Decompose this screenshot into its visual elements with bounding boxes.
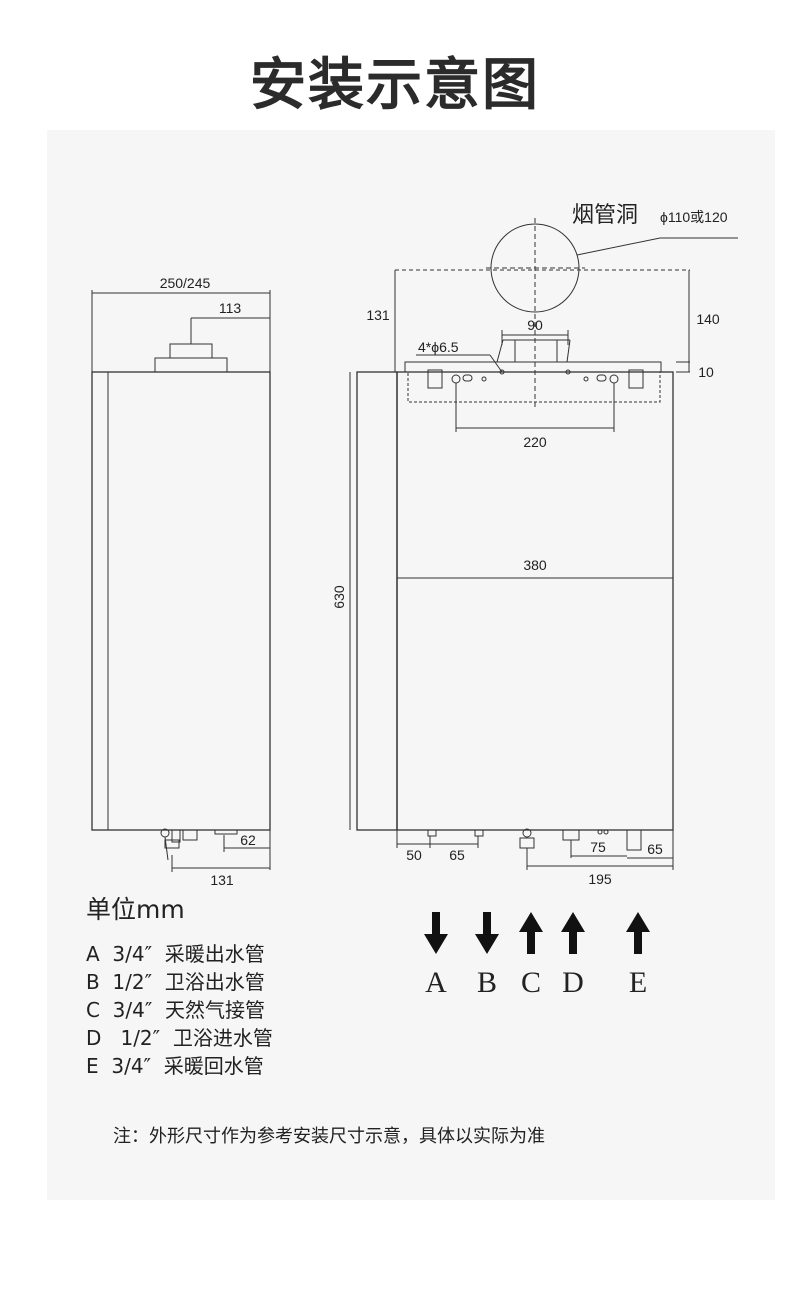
arrow-c [519,912,543,954]
arrow-label-e: E [629,966,647,999]
dim-75: 75 [590,839,606,855]
dim-140: 140 [696,311,720,327]
side-flue-collar [154,357,228,373]
side-body [91,371,271,831]
pipe-arrows [424,912,650,954]
dim-65-right: 65 [647,841,663,857]
legend-item-a: A 3/4″ 采暖出水管 [86,942,265,966]
front-flue [514,339,558,363]
dim-width: 250/245 [160,275,211,291]
legend-item-b: B 1/2″ 卫浴出水管 [86,970,265,994]
flue-hole-label: 烟管洞 [572,202,638,227]
dim-flue: 113 [219,300,242,316]
legend-item-c: C 3/4″ 天然气接管 [86,998,266,1022]
arrow-b [475,912,499,954]
dim-50: 50 [406,847,422,863]
dim-131-left: 131 [366,307,390,323]
diagram-panel [47,130,775,1200]
page-title: 安装示意图 [250,53,540,118]
unit-label: 单位mm [86,895,185,924]
side-view [91,290,271,872]
dim-630: 630 [331,585,347,609]
arrow-label-c: C [521,966,541,999]
arrow-label-a: A [425,966,447,999]
footnote: 注：外形尺寸作为参考安装尺寸示意，具体以实际为准 [113,1126,545,1147]
dim-131-bottom: 131 [210,872,234,888]
arrow-d [561,912,585,954]
legend-item-e: E 3/4″ 采暖回水管 [86,1054,264,1078]
dim-62: 62 [240,832,256,848]
side-flue [169,343,213,359]
flue-hole-diameter: ϕ110或120 [660,209,728,225]
dim-195: 195 [588,871,612,887]
arrow-a [424,912,448,954]
arrow-e [626,912,650,954]
front-view [349,218,738,870]
dim-10: 10 [698,364,714,380]
hanging-plate [404,361,662,373]
legend-item-d: D 1/2″ 卫浴进水管 [86,1026,273,1050]
dim-65: 65 [449,847,465,863]
dim-90: 90 [527,317,543,333]
arrow-label-b: B [477,966,497,999]
arrow-label-d: D [562,966,584,999]
front-body-side [356,371,398,831]
pipe-legend: A 3/4″ 采暖出水管 B 1/2″ 卫浴出水管 C 3/4″ 天然气接管 D… [86,940,273,1080]
dim-380: 380 [523,557,547,573]
dim-holes: 4*ϕ6.5 [418,339,459,355]
dim-220: 220 [523,434,547,450]
